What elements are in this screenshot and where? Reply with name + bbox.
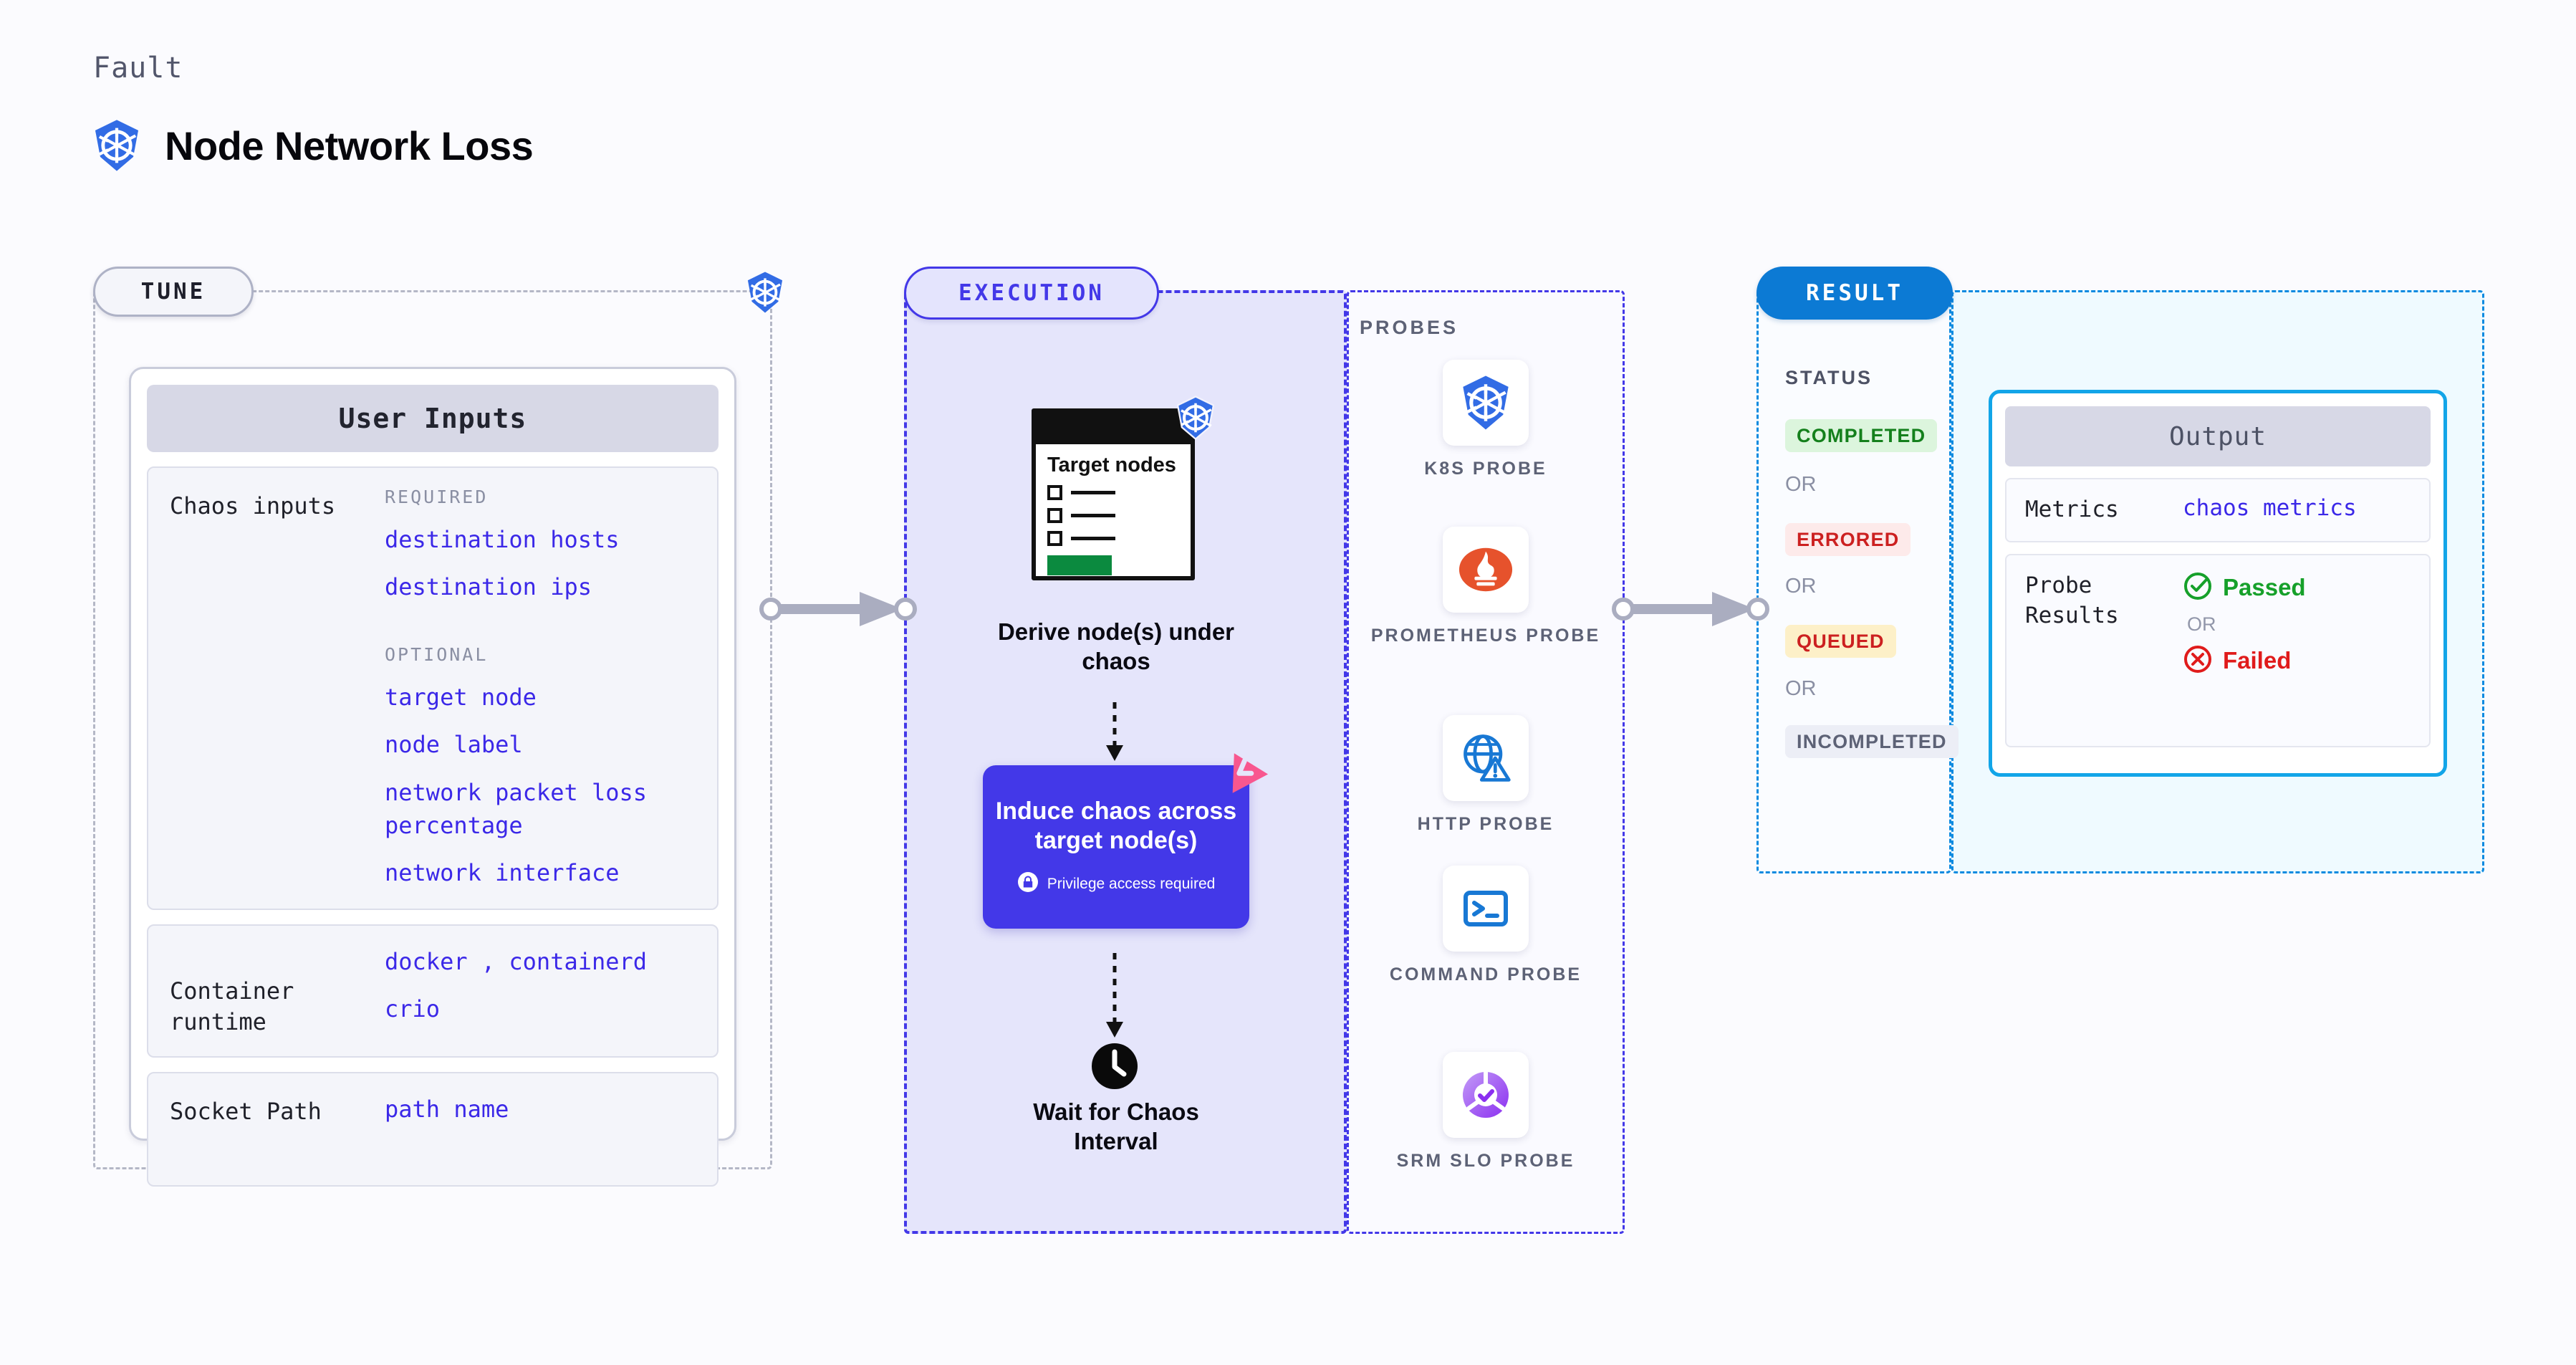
status-panel — [1756, 290, 1951, 873]
socket-path-label: Socket Path — [170, 1098, 322, 1126]
kubernetes-icon — [1443, 360, 1529, 446]
checklist-item — [1047, 484, 1179, 500]
clock-icon — [1091, 1043, 1138, 1093]
derive-nodes-caption: Derive node(s) under chaos — [997, 618, 1235, 674]
probe-item-prometheus[interactable]: PROMETHEUS PROBE — [1347, 527, 1625, 648]
execution-pill[interactable]: EXECUTION — [904, 267, 1159, 320]
probe-label: K8S PROBE — [1424, 459, 1547, 479]
output-header: Output — [2005, 406, 2431, 466]
probe-item-http[interactable]: HTTP PROBE — [1347, 715, 1625, 836]
checkbox-icon — [1047, 530, 1062, 546]
probe-item-srm-slo[interactable]: SRM SLO PROBE — [1347, 1052, 1625, 1173]
input-value[interactable]: node label — [385, 731, 523, 759]
terminal-icon — [1443, 866, 1529, 952]
or-label: OR — [1785, 473, 1817, 496]
metrics-value[interactable]: chaos metrics — [2183, 495, 2357, 521]
page-title-row: Node Network Loss — [92, 119, 534, 172]
or-label: OR — [2187, 613, 2216, 635]
checklist-item — [1047, 507, 1179, 523]
privilege-note: Privilege access required — [1017, 871, 1216, 897]
fault-label: Fault — [93, 52, 183, 85]
socket-path-row: Socket Path path name — [147, 1072, 719, 1187]
target-nodes-title: Target nodes — [1047, 454, 1176, 476]
line-placeholder — [1071, 490, 1115, 494]
srm-slo-icon — [1443, 1052, 1529, 1138]
runtime-value[interactable]: crio — [385, 995, 441, 1022]
metrics-label: Metrics — [2025, 497, 2119, 522]
flow-arrow-down — [1100, 953, 1129, 1043]
output-card: Output Metrics chaos metrics Probe Resul… — [1989, 390, 2447, 777]
probe-label: COMMAND PROBE — [1389, 964, 1582, 985]
kubernetes-icon — [1175, 396, 1216, 444]
result-pill[interactable]: RESULT — [1756, 267, 1953, 320]
prometheus-icon — [1443, 527, 1529, 613]
probe-label: PROMETHEUS PROBE — [1370, 626, 1601, 646]
tune-pill[interactable]: TUNE — [93, 267, 254, 317]
probes-title: PROBES — [1360, 317, 1459, 338]
litmus-logo-icon — [1218, 745, 1269, 800]
user-inputs-card: User Inputs Chaos inputs REQUIRED destin… — [129, 367, 736, 1187]
or-label: OR — [1785, 575, 1817, 598]
input-value[interactable]: destination ips — [385, 573, 592, 601]
flow-arrow-down — [1100, 702, 1129, 767]
status-badge-completed: COMPLETED — [1785, 419, 1938, 452]
chaos-inputs-row: Chaos inputs REQUIRED destination hosts … — [147, 466, 719, 910]
globe-warning-icon — [1443, 715, 1529, 801]
probe-result-failed: Failed — [2183, 644, 2306, 678]
probe-item-command[interactable]: COMMAND PROBE — [1347, 866, 1625, 987]
status-badge-errored: ERRORED — [1785, 523, 1911, 556]
connector-execution-result — [1612, 586, 1769, 636]
input-value[interactable]: destination hosts — [385, 526, 620, 553]
status-badge-incompleted: INCOMPLETED — [1785, 725, 1959, 758]
kubernetes-badge-icon — [745, 271, 785, 317]
kubernetes-icon — [92, 119, 142, 172]
wait-interval-caption: Wait for Chaos Interval — [1033, 1098, 1199, 1154]
induce-chaos-card[interactable]: Induce chaos across target node(s) Privi… — [983, 765, 1249, 929]
line-placeholder — [1071, 536, 1115, 540]
failed-label: Failed — [2223, 647, 2292, 674]
checkbox-icon — [1047, 484, 1062, 500]
lock-icon — [1017, 871, 1039, 897]
required-group-title: REQUIRED — [385, 487, 489, 507]
container-runtime-row: Container runtime docker , containerd cr… — [147, 924, 719, 1058]
probe-result-passed: Passed — [2183, 571, 2306, 605]
socket-path-value[interactable]: path name — [385, 1096, 509, 1124]
checkbox-icon — [1047, 507, 1062, 523]
user-inputs-header: User Inputs — [147, 385, 719, 452]
value-separator: , — [481, 947, 496, 975]
page-title: Node Network Loss — [165, 123, 534, 168]
input-value[interactable]: network interface — [385, 859, 620, 887]
probe-label: HTTP PROBE — [1417, 814, 1554, 834]
card-titlebar — [1036, 413, 1191, 444]
status-badge-queued: QUEUED — [1785, 625, 1896, 658]
status-title: STATUS — [1785, 367, 1873, 388]
input-value[interactable]: network packet loss percentage — [385, 778, 648, 839]
runtime-value[interactable]: docker — [385, 947, 468, 975]
probe-results-label: Probe Results — [2025, 572, 2119, 628]
connector-tune-execution — [759, 586, 917, 636]
x-circle-icon — [2183, 644, 2213, 678]
optional-group-title: OPTIONAL — [385, 643, 489, 665]
line-placeholder — [1071, 513, 1115, 517]
probe-item-k8s[interactable]: K8S PROBE — [1347, 360, 1625, 481]
checklist-item — [1047, 530, 1179, 546]
input-value[interactable]: target node — [385, 683, 537, 711]
metrics-row: Metrics chaos metrics — [2005, 478, 2431, 542]
passed-label: Passed — [2223, 574, 2306, 601]
or-label: OR — [1785, 677, 1817, 700]
probe-results-row: Probe Results Passed OR — [2005, 553, 2431, 747]
container-runtime-label: Container runtime — [170, 977, 294, 1035]
submit-button-placeholder — [1047, 555, 1112, 575]
probe-label: SRM SLO PROBE — [1396, 1151, 1575, 1171]
check-circle-icon — [2183, 571, 2213, 605]
target-nodes-card: Target nodes — [1032, 408, 1195, 580]
runtime-value[interactable]: containerd — [509, 947, 648, 975]
chaos-inputs-label: Chaos inputs — [170, 492, 336, 519]
induce-chaos-title: Induce chaos across target node(s) — [995, 797, 1237, 854]
privilege-text: Privilege access required — [1047, 876, 1216, 893]
